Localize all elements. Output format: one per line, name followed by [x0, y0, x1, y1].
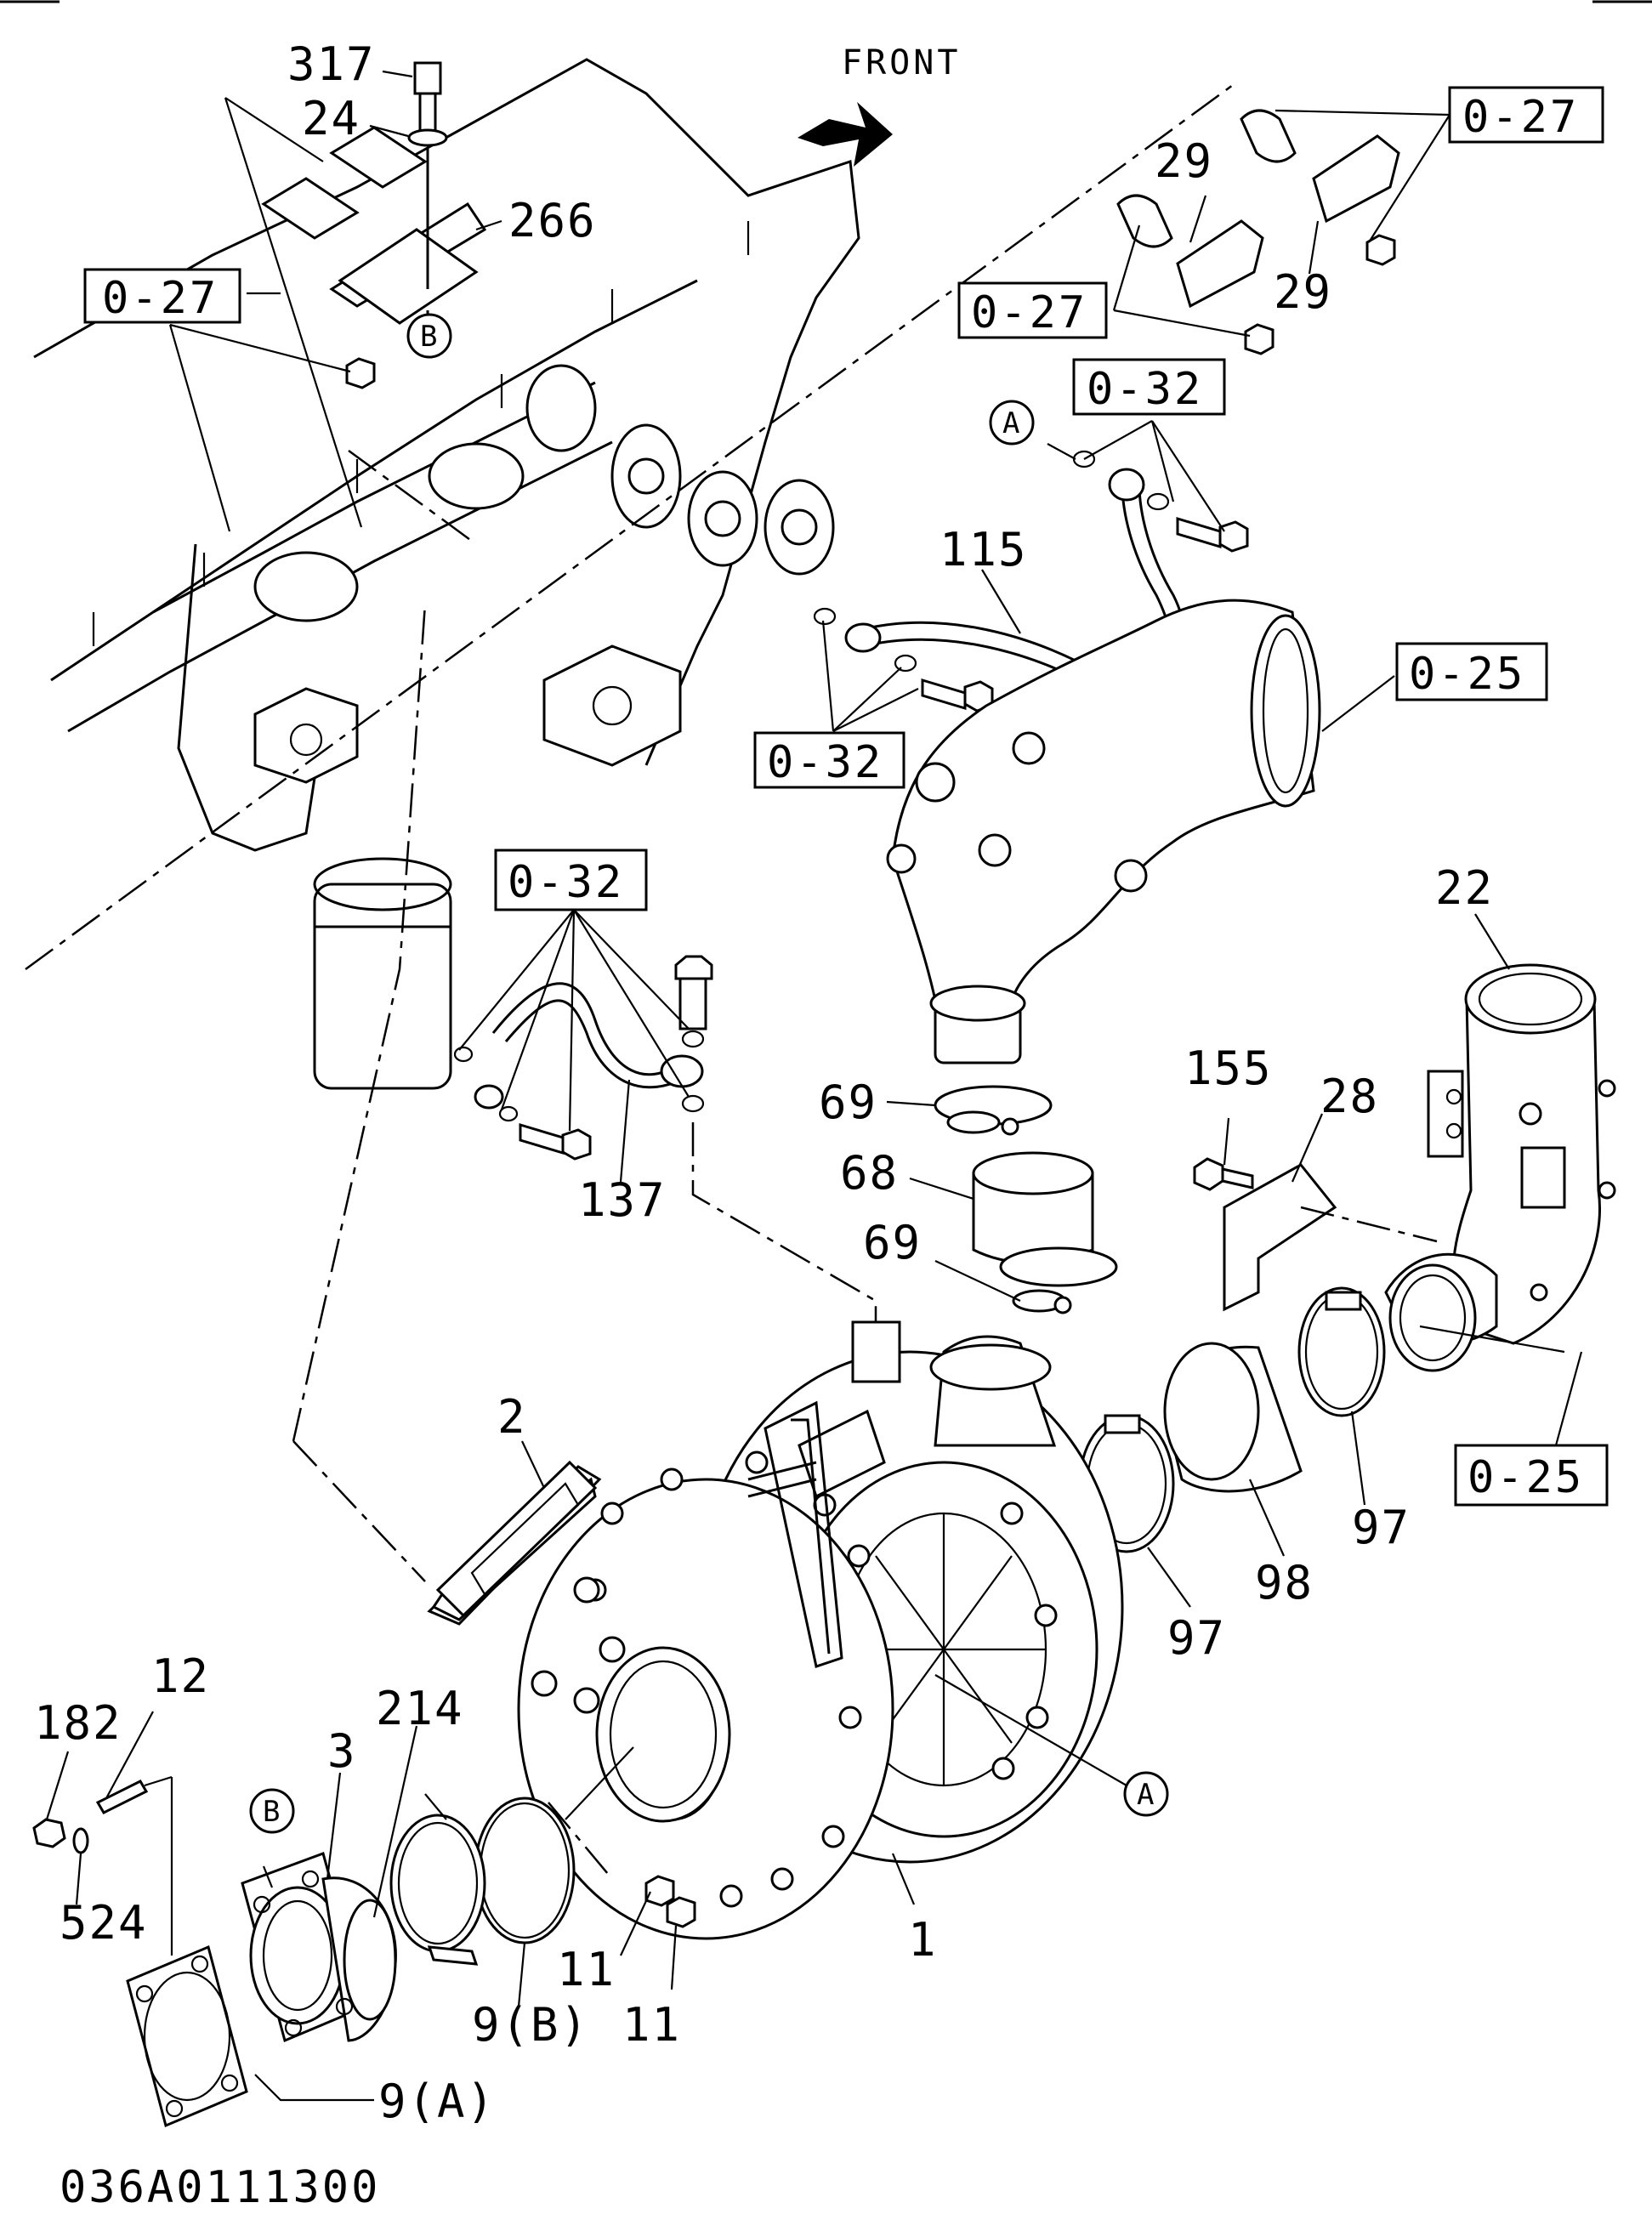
elbow-duct: [886, 599, 1321, 1064]
callout-11-left: 11: [557, 1943, 616, 1996]
clamp-69-lower: [999, 1246, 1118, 1314]
stud-12: [95, 1780, 149, 1814]
callout-29-upper: 29: [1155, 134, 1213, 188]
marker-b-upper-text: B: [420, 320, 437, 354]
leader-lines: [45, 70, 1583, 2102]
callout-9b: 9(B): [472, 1998, 589, 2052]
callout-24: 24: [302, 92, 360, 145]
washer-524: [72, 1827, 89, 1854]
marker-a-upper-text: A: [1002, 406, 1019, 440]
hose-98: [1163, 1342, 1303, 1493]
engine-block: [25, 58, 1234, 1090]
callout-12: 12: [151, 1649, 210, 1703]
callout-69-upper: 69: [819, 1076, 877, 1129]
callout-11-right: 11: [622, 1998, 681, 2052]
ref-box-0-32-upper: 0-32: [1072, 358, 1226, 416]
clamp-97-right: [1297, 1286, 1386, 1417]
ref-0-25-upper-text: 0-25: [1409, 649, 1525, 700]
callout-317: 317: [287, 37, 376, 91]
ref-box-0-25-upper: 0-25: [1395, 642, 1548, 701]
callout-22: 22: [1435, 861, 1494, 915]
callout-1: 1: [908, 1913, 938, 1967]
ref-box-0-27-left: 0-27: [83, 268, 241, 324]
callout-28: 28: [1320, 1070, 1379, 1123]
ref-0-32-upper-text: 0-32: [1087, 364, 1203, 415]
ref-box-0-25-lower: 0-25: [1454, 1444, 1609, 1507]
marker-a-upper: A: [989, 400, 1035, 446]
clamp-214: [389, 1814, 486, 1966]
ref-box-0-32-left: 0-32: [494, 849, 648, 911]
callout-68: 68: [840, 1146, 899, 1200]
ref-box-0-27-mid-right: 0-27: [957, 281, 1108, 339]
callout-29-lower: 29: [1274, 265, 1332, 319]
callout-182: 182: [34, 1696, 122, 1750]
ref-box-0-27-top-right: 0-27: [1448, 86, 1604, 144]
ref-0-25-lower-text: 0-25: [1467, 1452, 1584, 1503]
marker-a-lower-text: A: [1137, 1778, 1154, 1812]
ref-0-32-middle-text: 0-32: [767, 737, 883, 788]
callout-69-lower: 69: [863, 1216, 922, 1269]
callout-3: 3: [327, 1724, 357, 1778]
adapter-3: [241, 1852, 397, 2043]
callout-9a: 9(A): [378, 2075, 496, 2128]
ref-0-27-mid-right-text: 0-27: [971, 287, 1087, 338]
callout-137: 137: [578, 1173, 667, 1227]
pipe-137: [453, 955, 713, 1161]
bracket-29-upper: [1240, 109, 1400, 266]
marker-a-lower: A: [1123, 1771, 1169, 1817]
callout-524: 524: [60, 1896, 148, 1950]
bolt-317: [407, 61, 448, 289]
turbocharger-1: [517, 1320, 1124, 1940]
ref-0-27-top-right-text: 0-27: [1462, 92, 1579, 143]
clamp-69-upper: [934, 1085, 1053, 1136]
bracket-29-lower: [1116, 194, 1274, 355]
nut-left: [345, 357, 376, 389]
bracket-266: [261, 126, 487, 325]
ref-0-32-left-text: 0-32: [508, 857, 624, 908]
callout-115: 115: [940, 523, 1028, 576]
callout-97-left: 97: [1167, 1611, 1226, 1665]
callout-98: 98: [1255, 1556, 1314, 1609]
marker-b-lower: B: [249, 1788, 295, 1834]
callout-214: 214: [376, 1682, 464, 1735]
pipe-22: [1384, 963, 1616, 1372]
oring-9b: [474, 1797, 576, 1944]
diagram-code: 036A0111300: [60, 2162, 380, 2213]
nut-182: [32, 1818, 66, 1848]
callout-155: 155: [1184, 1042, 1273, 1095]
callout-266: 266: [508, 194, 597, 247]
ref-box-0-32-middle: 0-32: [753, 731, 905, 789]
front-label: FRONT: [842, 43, 961, 82]
nuts-11: [644, 1875, 696, 1928]
marker-b-upper: B: [406, 313, 452, 359]
callout-2: 2: [497, 1390, 527, 1444]
gasket-9a: [126, 1944, 248, 2128]
front-arrow-icon: [798, 102, 893, 167]
gasket-2: [427, 1460, 602, 1626]
bracket-28: [1193, 1157, 1337, 1312]
callout-97-right: 97: [1352, 1501, 1411, 1554]
marker-b-lower-text: B: [263, 1795, 280, 1829]
ref-0-27-left-text: 0-27: [102, 273, 219, 324]
hose-68: [972, 1151, 1094, 1264]
